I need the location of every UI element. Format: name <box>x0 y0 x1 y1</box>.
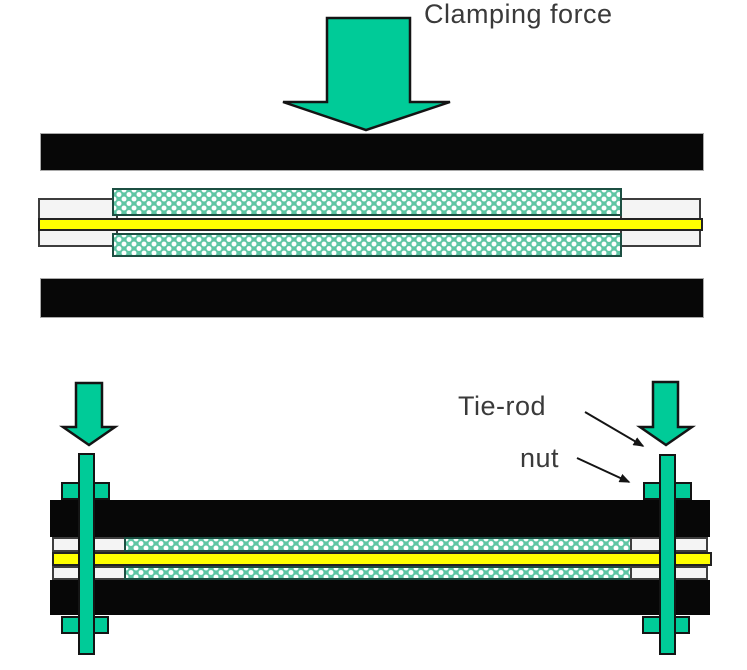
upper-figure-gdl-bottom <box>112 233 622 257</box>
upper-figure-top-endplate <box>40 133 704 171</box>
clamped-figure-top-endplate <box>50 500 710 537</box>
upper-figure-bottom-endplate <box>40 278 704 318</box>
upper-figure-gdl-top <box>112 188 622 216</box>
right-clamp-arrow <box>635 380 697 447</box>
tie-rod-label: Tie-rod <box>458 391 547 421</box>
upper-figure-membrane <box>38 218 703 231</box>
clamping-force-label: Clamping force <box>424 0 613 29</box>
clamped-membrane <box>52 552 712 566</box>
clamping-force-arrow <box>282 16 451 132</box>
nut-pointer-arrow <box>576 457 631 483</box>
clamped-figure-bottom-endplate <box>50 580 710 615</box>
tie-rod-pointer-arrow <box>584 411 645 447</box>
nut-label: nut <box>520 443 560 473</box>
tie-rod-left <box>78 453 95 655</box>
left-clamp-arrow <box>58 381 120 447</box>
tie-rod-right <box>659 454 676 655</box>
